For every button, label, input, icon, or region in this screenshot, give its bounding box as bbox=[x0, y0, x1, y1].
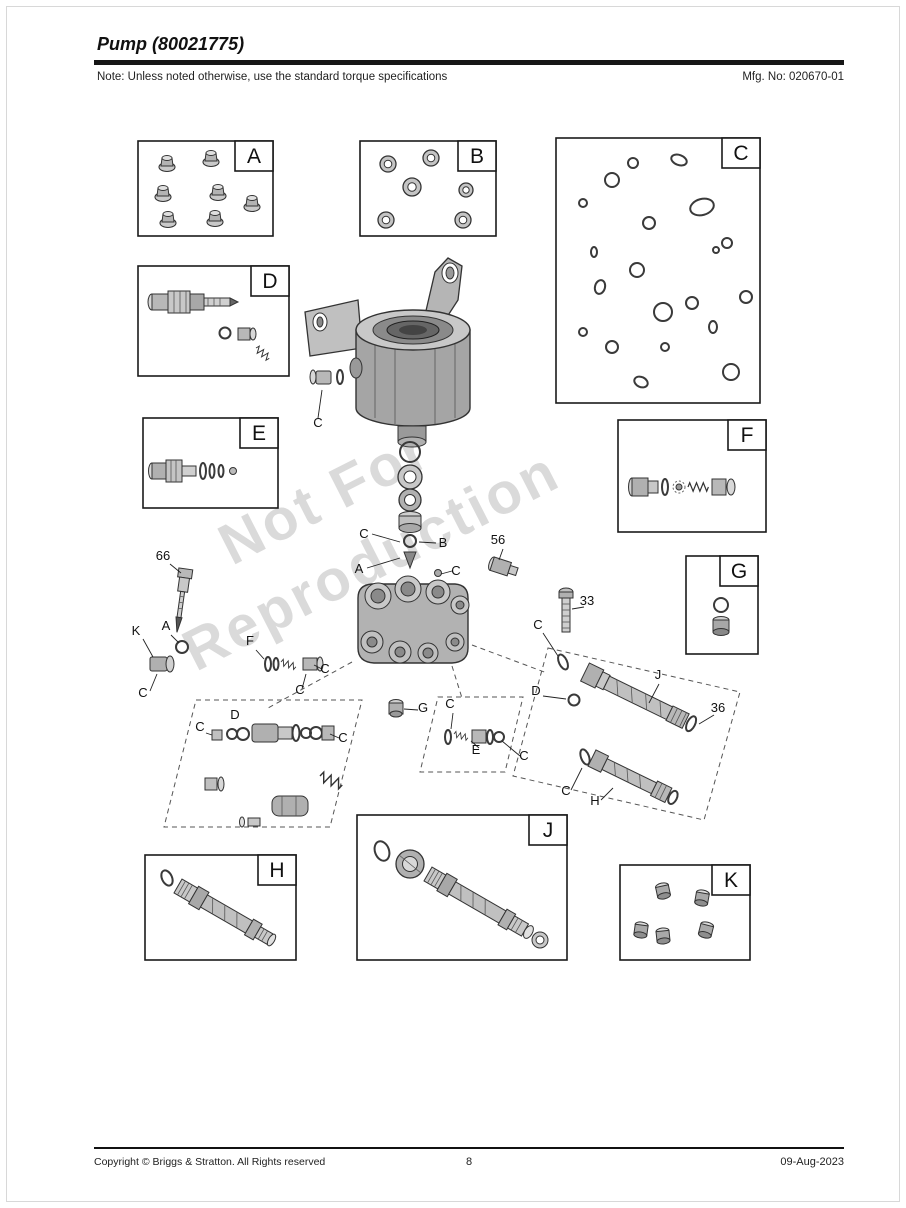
callout-H: H bbox=[590, 793, 599, 808]
valve-assembly-f bbox=[264, 656, 324, 672]
callout-F: F bbox=[246, 633, 254, 648]
callout-C: C bbox=[313, 415, 322, 430]
parts-box-k: K bbox=[619, 864, 751, 961]
callout-D: D bbox=[531, 683, 540, 698]
box-d-parts bbox=[147, 290, 272, 362]
thermal-relief-valve-66 bbox=[175, 567, 194, 633]
callout-C: C bbox=[451, 563, 460, 578]
header-rule bbox=[94, 60, 844, 65]
box-e-label: E bbox=[252, 422, 266, 445]
box-a-label: A bbox=[247, 145, 261, 168]
parts-box-c: C bbox=[555, 137, 761, 404]
box-h-label: H bbox=[269, 859, 284, 882]
footer-rule bbox=[94, 1147, 844, 1149]
fitting-group-left bbox=[149, 640, 189, 673]
callout-33: 33 bbox=[580, 593, 594, 608]
torque-note: Note: Unless noted otherwise, use the st… bbox=[97, 71, 448, 83]
callout-K: K bbox=[132, 623, 141, 638]
box-h-parts bbox=[160, 869, 277, 947]
callout-56: 56 bbox=[491, 532, 505, 547]
callout-G: G bbox=[418, 700, 428, 715]
box-j-label: J bbox=[543, 819, 554, 842]
header-subrow: Note: Unless noted otherwise, use the st… bbox=[97, 71, 844, 83]
valve-56 bbox=[488, 556, 519, 577]
drain-plug-fitting bbox=[309, 369, 344, 385]
callout-A: A bbox=[355, 561, 364, 576]
callout-labels: C C B A C 56 66 33 K A C F C C D C C G C… bbox=[132, 415, 726, 808]
callout-J: J bbox=[655, 667, 662, 682]
outlet-tube-j bbox=[579, 662, 698, 733]
parts-box-h: H bbox=[144, 854, 297, 961]
pump-manifold bbox=[357, 575, 470, 664]
callout-C: C bbox=[195, 719, 204, 734]
piston-seal-stack bbox=[397, 441, 442, 577]
callout-C: C bbox=[295, 682, 304, 697]
box-f-parts bbox=[628, 477, 736, 497]
box-c-label: C bbox=[733, 142, 748, 165]
box-b-label: B bbox=[470, 145, 484, 168]
callout-C: C bbox=[561, 783, 570, 798]
assembly-region-e bbox=[419, 696, 524, 773]
box-d-label: D bbox=[262, 270, 277, 293]
callout-C: C bbox=[138, 685, 147, 700]
assembly-region-d bbox=[163, 699, 363, 828]
parts-box-g: G bbox=[685, 555, 759, 655]
callout-A: A bbox=[162, 618, 171, 633]
callout-C: C bbox=[359, 526, 368, 541]
footer-date: 09-Aug-2023 bbox=[780, 1156, 844, 1168]
plug-g bbox=[388, 699, 404, 718]
bolt-33 bbox=[558, 587, 574, 633]
parts-box-a: A bbox=[137, 140, 274, 237]
callout-C: C bbox=[338, 730, 347, 745]
assembly-region-jh bbox=[512, 647, 741, 821]
copyright-text: Copyright © Briggs & Stratton. All Right… bbox=[94, 1156, 326, 1168]
box-g-label: G bbox=[731, 560, 747, 583]
inlet-tube-h bbox=[587, 749, 679, 805]
parts-box-f: F bbox=[617, 419, 767, 533]
callout-D: D bbox=[230, 707, 239, 722]
box-e-parts bbox=[148, 459, 237, 483]
callout-36: 36 bbox=[711, 700, 725, 715]
callout-C: C bbox=[519, 748, 528, 763]
pump-housing bbox=[304, 257, 471, 448]
callout-C: C bbox=[445, 696, 454, 711]
callout-C: C bbox=[533, 617, 542, 632]
parts-box-b: B bbox=[359, 140, 497, 237]
page-number: 8 bbox=[465, 1156, 473, 1168]
callout-C: C bbox=[320, 661, 329, 676]
box-c-parts bbox=[578, 153, 753, 389]
callout-E: E bbox=[472, 742, 481, 757]
leader-lines bbox=[142, 389, 715, 801]
callout-B: B bbox=[439, 535, 448, 550]
box-j-parts bbox=[373, 840, 549, 949]
callout-66: 66 bbox=[156, 548, 170, 563]
mfg-number: Mfg. No: 020670-01 bbox=[742, 71, 844, 83]
box-k-label: K bbox=[724, 869, 738, 892]
footer-row: Copyright © Briggs & Stratton. All Right… bbox=[94, 1156, 844, 1174]
box-b-parts bbox=[377, 149, 474, 229]
box-f-label: F bbox=[741, 424, 754, 447]
parts-box-d: D bbox=[137, 265, 290, 377]
parts-box-e: E bbox=[142, 417, 279, 509]
page-title: Pump (80021775) bbox=[97, 34, 245, 54]
parts-box-j: J bbox=[356, 814, 568, 961]
box-g-parts bbox=[712, 597, 730, 636]
